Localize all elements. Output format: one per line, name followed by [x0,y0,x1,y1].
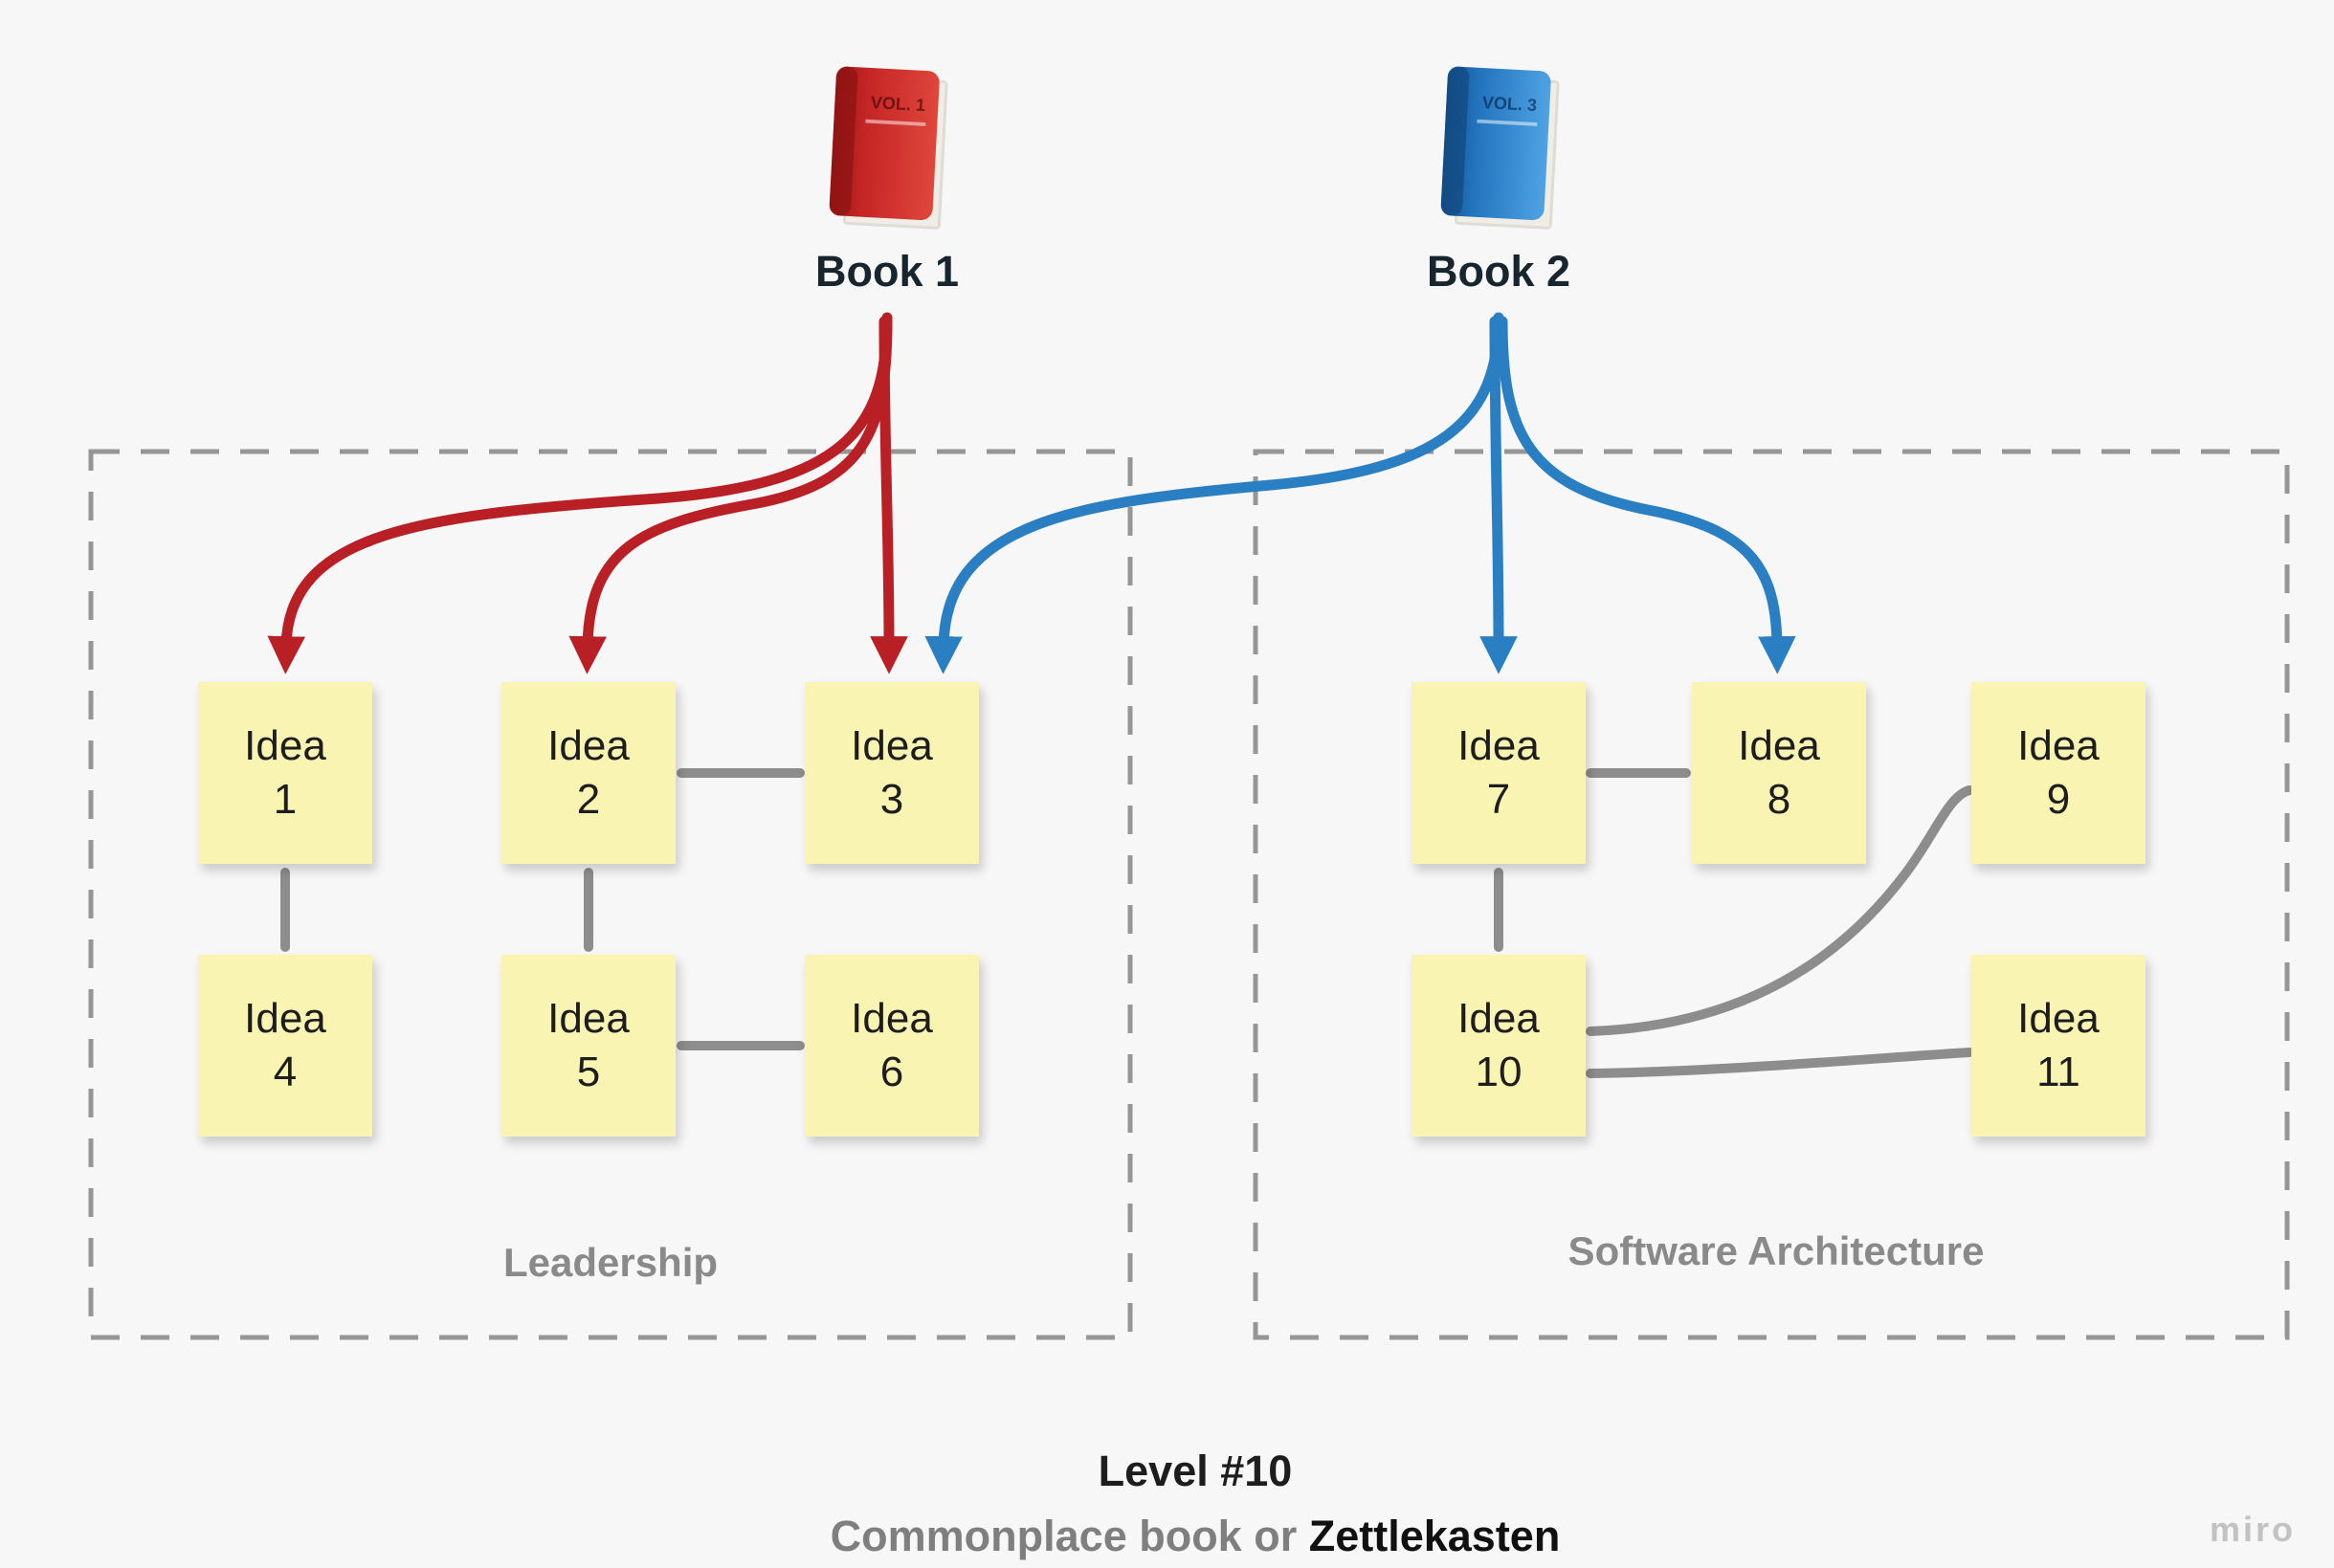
sticky-note-idea-3[interactable]: Idea 3 [805,682,979,864]
caption-zettlekasten: Zettlekasten [1308,1512,1561,1560]
sticky-note-idea-9[interactable]: Idea 9 [1971,682,2145,864]
book1-label: Book 1 [814,247,960,296]
arrow-book1-idea1 [267,312,893,674]
miro-watermark: miro [2209,1510,2296,1549]
leadership-group-box[interactable] [88,449,1133,1340]
arrow-book1-idea2 [568,316,893,674]
arrow-book2-idea3 [924,312,1504,674]
sticky-note-idea-10[interactable]: Idea 10 [1412,955,1586,1137]
sticky-note-idea-7[interactable]: Idea 7 [1412,682,1586,864]
sticky-note-idea-4[interactable]: Idea 4 [198,955,372,1137]
caption-level: Level #10 [1098,1447,1293,1495]
sticky-note-idea-6[interactable]: Idea 6 [805,955,979,1137]
caption: Level #10 Commonplace book or Zettlekast… [831,1447,1561,1561]
sticky-note-idea-8[interactable]: Idea 8 [1692,682,1866,864]
arrow-book2-idea7 [1479,316,1518,674]
book2[interactable]: VOL. 3 [1427,59,1570,236]
sticky-note-idea-1[interactable]: Idea 1 [198,682,372,864]
blue-book-icon: VOL. 3 [1440,66,1560,230]
connector-idea10-idea9 [1586,785,1974,1036]
caption-subtitle: Commonplace book or Zettlekasten [831,1512,1561,1561]
book2-vol-text: VOL. 3 [1481,93,1537,115]
red-book-icon: VOL. 1 [829,66,948,230]
connector-idea10-idea11 [1586,1048,1974,1078]
group-label-leadership[interactable]: Leadership [502,1240,719,1285]
book2-label: Book 2 [1426,247,1571,296]
book1-vol-text: VOL. 1 [870,93,925,115]
arrow-book1-idea3 [870,316,908,674]
sticky-note-idea-5[interactable]: Idea 5 [501,955,676,1137]
software-architecture-group-box[interactable] [1253,449,2290,1340]
arrow-book2-idea8 [1497,316,1796,674]
caption-prefix: Commonplace book or [830,1512,1309,1560]
sticky-note-idea-11[interactable]: Idea 11 [1971,955,2145,1137]
sticky-note-idea-2[interactable]: Idea 2 [501,682,676,864]
book1[interactable]: VOL. 1 [815,59,959,236]
group-label-software-architecture[interactable]: Software Architecture [1567,1228,1985,1273]
